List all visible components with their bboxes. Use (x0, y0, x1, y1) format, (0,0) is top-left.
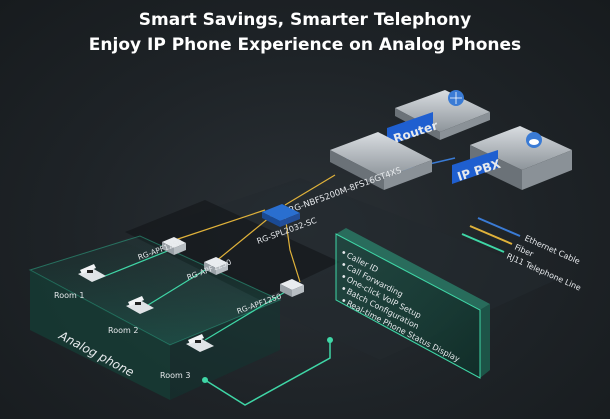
room-label-1: Room 1 (54, 291, 84, 300)
phone-icon: Room 1 (54, 264, 106, 300)
phone-icon: Room 3 (160, 334, 214, 380)
link-dot (202, 377, 208, 383)
fiber-cable (284, 174, 336, 206)
router-badge (387, 112, 433, 146)
fiber-cable (214, 212, 276, 263)
feature-link-line (204, 340, 331, 406)
phone-icon: Room 2 (108, 296, 154, 335)
room-zone (28, 235, 282, 400)
fiber-cable (174, 209, 266, 241)
ip-pbx-device: IP PBX (452, 126, 572, 190)
rj11-line (94, 249, 171, 281)
onu-tray (125, 200, 340, 300)
room-label-3: Room 3 (160, 371, 190, 380)
pbx-badge (452, 150, 498, 184)
legend-swatch-ethernet (477, 217, 521, 237)
rj11-line (139, 269, 206, 311)
fiber-cable (284, 214, 301, 283)
rj11-line (204, 291, 286, 341)
room-label-2: Room 2 (108, 326, 138, 335)
legend-swatch-rj11 (461, 233, 505, 253)
title-line-1: Smart Savings, Smarter Telephony (138, 10, 472, 30)
feature-panel: Caller ID Call Forwarding One-click VoIP… (335, 228, 490, 379)
legend-swatch-fiber (469, 225, 513, 245)
title-line-2: Enjoy IP Phone Experience on Analog Phon… (88, 35, 522, 55)
link-dot (327, 337, 333, 343)
router-device: Router (387, 90, 490, 146)
